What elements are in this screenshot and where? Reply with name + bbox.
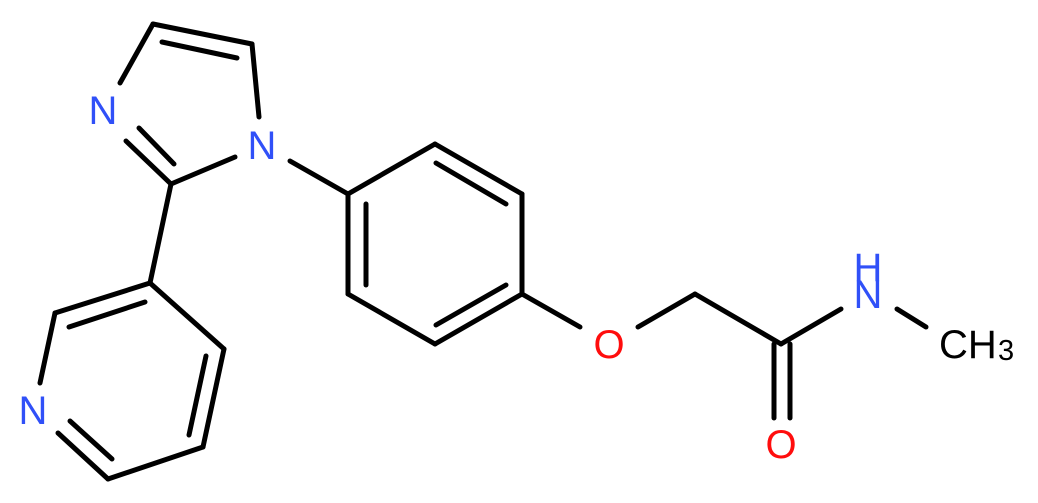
bond-imidazole-pyridine	[147, 181, 174, 286]
pyridine-ring	[37, 280, 227, 482]
imidazole-n3-label: N	[89, 89, 118, 133]
acetamide-chain	[519, 291, 929, 421]
imidazole-ring	[117, 21, 262, 187]
methyl-subscript: 3	[998, 335, 1014, 367]
benzene-ring	[345, 141, 525, 347]
pyridine-n-label: N	[19, 389, 48, 433]
amide-n-label: N	[854, 273, 883, 317]
methyl-label: CH	[939, 323, 997, 367]
bond-n1-phenyl	[287, 158, 351, 197]
imidazole-n1-label: N	[248, 124, 277, 168]
ether-o-label: O	[593, 323, 624, 367]
carbonyl-o-label: O	[765, 423, 796, 467]
amide-h-label: H	[854, 246, 883, 290]
